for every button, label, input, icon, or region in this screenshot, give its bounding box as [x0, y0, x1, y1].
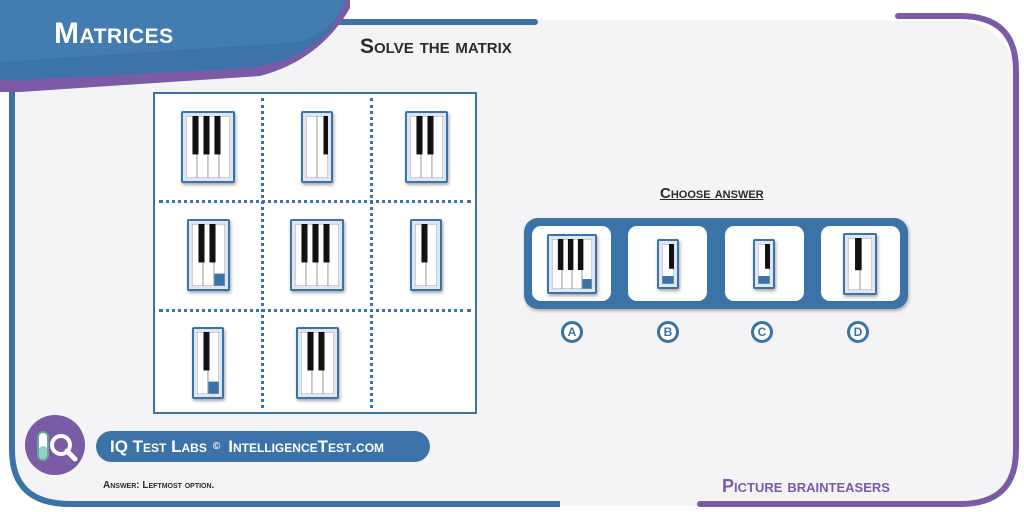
piano-keyboard [410, 219, 442, 291]
black-key [214, 116, 221, 155]
white-key [306, 116, 318, 178]
matrix-cell [155, 310, 261, 416]
matrix-divider [159, 200, 471, 203]
answer-option-c[interactable] [724, 226, 804, 301]
piano-keyboard [656, 238, 679, 289]
matrix-cell [373, 94, 479, 200]
matrix-cell [155, 94, 261, 200]
black-key [306, 332, 314, 371]
highlighted-key [758, 275, 770, 283]
brand-name: IQ Test Labs [110, 436, 207, 456]
choose-answer-heading: Choose answer [660, 185, 764, 202]
piano-keyboard [290, 219, 344, 291]
black-key [415, 116, 423, 155]
black-key [312, 224, 319, 263]
highlighted-key [662, 275, 674, 283]
white-key [327, 224, 339, 286]
black-key [301, 224, 308, 263]
matrix-divider [261, 98, 264, 408]
option-letter-a[interactable]: A [561, 321, 583, 343]
black-key [855, 237, 863, 270]
white-key [322, 332, 334, 394]
puzzle-matrix [153, 92, 477, 414]
matrix-cell [373, 202, 479, 308]
black-key [577, 238, 583, 270]
matrix-cell [264, 310, 370, 416]
piano-keyboard [192, 327, 224, 399]
option-letter-b[interactable]: B [657, 321, 679, 343]
option-letter-c[interactable]: C [751, 321, 773, 343]
white-key [316, 116, 328, 178]
black-key [208, 224, 216, 263]
black-key [421, 224, 428, 263]
black-key [203, 332, 210, 371]
brand-banner: IQ Test Labs © IntelligenceTest.com [96, 431, 430, 462]
black-key [192, 116, 199, 155]
category-label: Picture brainteasers [722, 476, 890, 496]
black-key [317, 332, 325, 371]
black-key [323, 116, 328, 155]
answer-option-a[interactable] [532, 226, 611, 301]
black-key [203, 116, 210, 155]
black-key [557, 238, 563, 270]
matrix-divider [159, 309, 471, 312]
highlighted-key [214, 273, 224, 286]
answer-option-d[interactable] [820, 226, 900, 301]
piano-keyboard [295, 327, 339, 399]
matrix-divider [370, 98, 373, 408]
piano-keyboard [181, 111, 235, 183]
white-key [218, 116, 230, 178]
black-key [323, 224, 330, 263]
page-title: Matrices [54, 17, 174, 50]
highlighted-key [582, 278, 591, 288]
white-key [425, 224, 437, 286]
matrix-cell-empty [373, 310, 479, 416]
black-key [567, 238, 573, 270]
black-key [197, 224, 205, 263]
matrix-cell [264, 94, 370, 200]
site-link[interactable]: IntelligenceTest.com [228, 436, 385, 456]
piano-keyboard [186, 219, 230, 291]
piano-keyboard [843, 232, 878, 295]
piano-keyboard [753, 238, 776, 289]
answer-text: Answer: Leftmost option. [103, 480, 215, 491]
answer-option-b[interactable] [628, 226, 708, 301]
piano-keyboard [404, 111, 448, 183]
matrix-cell [264, 202, 370, 308]
answer-options [524, 218, 908, 309]
piano-keyboard [301, 111, 333, 183]
white-key [431, 116, 443, 178]
black-key [668, 243, 674, 269]
option-letter-d[interactable]: D [847, 321, 869, 343]
copyright-mark: © [212, 441, 221, 452]
page-subtitle: Solve the matrix [360, 35, 512, 58]
white-key [860, 237, 873, 290]
black-key [765, 243, 771, 269]
highlighted-key [208, 381, 219, 394]
magnifier-test-tube-icon [25, 415, 85, 475]
black-key [426, 116, 434, 155]
matrix-cell [155, 202, 261, 308]
piano-keyboard [546, 233, 597, 294]
